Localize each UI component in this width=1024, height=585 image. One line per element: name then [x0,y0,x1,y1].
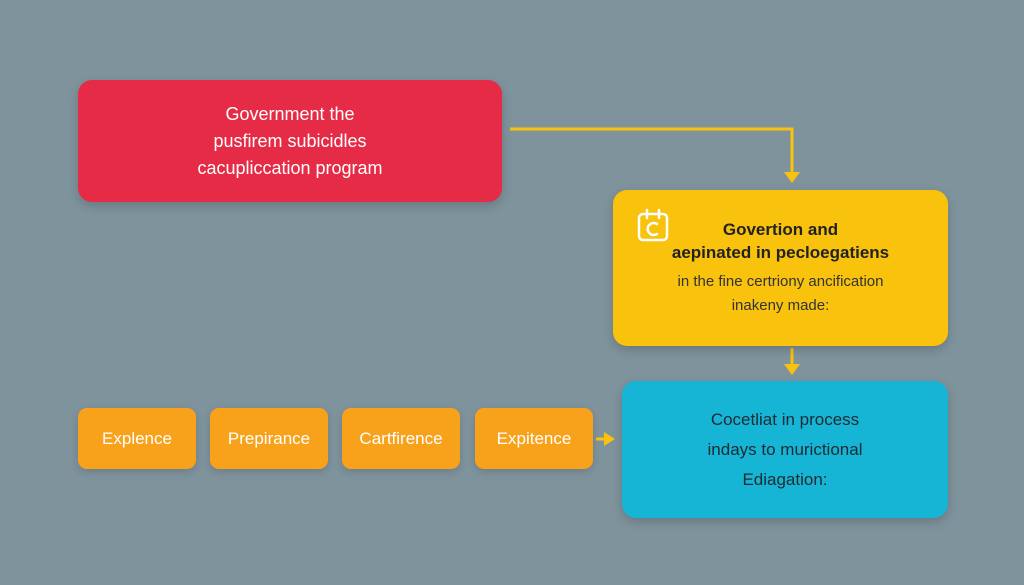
document-icon [637,208,669,242]
middle-node-sub-1: in the fine certriony ancification [677,273,884,290]
middle-node-heading-2: aepinated in pecloegatiens [671,243,890,262]
middle-node: Govertion and aepinated in pecloegatiens… [613,190,948,346]
top-node-line-1: Government the [225,103,355,124]
middle-node-sub-2: inakeny made: [731,297,830,314]
bottom-node-line-2: indays to murictional [707,439,863,459]
top-node-line-2: pusfirem subicidles [213,130,367,151]
middle-node-heading-1: Govertion and [722,220,839,239]
top-node: Government the pusfirem subicidles cacup… [78,80,502,202]
arrowhead-top-to-middle [784,172,800,183]
step-node-1: Explence [78,408,196,469]
bottom-node-line-3: Ediagation: [742,469,828,489]
top-node-line-3: cacuplicca­tion program [197,157,383,178]
step-node-3: Cartfirence [342,408,460,469]
arrowhead-steps-to-bottom [604,432,615,446]
connector-top-to-middle [510,127,794,176]
bottom-node-line-1: Cocetliat in process [710,409,860,429]
step-node-2: Prepirance [210,408,328,469]
arrowhead-middle-to-bottom [784,364,800,375]
step-node-4: Expitence [475,408,593,469]
bottom-node: Cocetliat in process indays to muriction… [622,381,948,518]
